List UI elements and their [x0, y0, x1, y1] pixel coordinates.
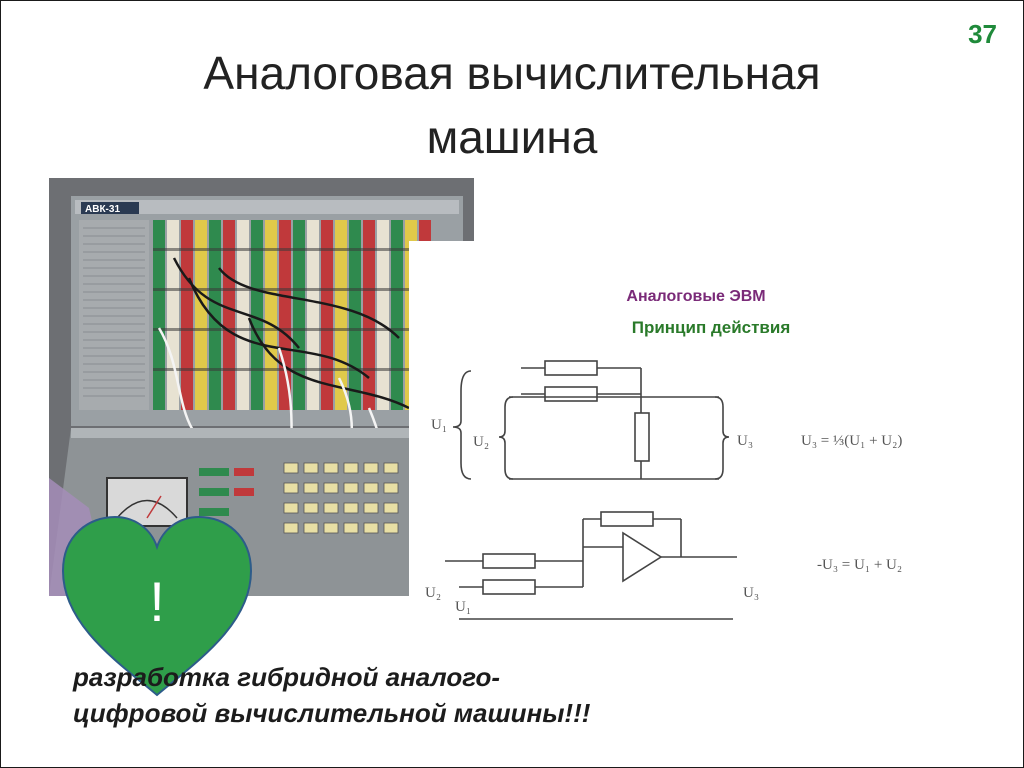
label-u2-lower: U₂	[425, 585, 441, 601]
formula-top: U₃ = ⅓(U₁ + U₂)	[801, 433, 902, 449]
heart-icon	[61, 515, 253, 697]
passive-adder-circuit	[452, 360, 730, 480]
title-line-1: Аналоговая вычислительная	[203, 47, 821, 99]
label-u2: U₂	[473, 434, 489, 450]
formula-bottom: -U₃ = U₁ + U₂	[817, 557, 902, 573]
panel-label: АВК-31	[85, 204, 120, 215]
label-u3: U₃	[737, 433, 753, 449]
analog-computer-photo: АВК-31	[49, 178, 474, 596]
speaker-grille	[79, 220, 149, 410]
exclamation-mark: !	[149, 570, 165, 633]
title-line-2: машина	[426, 111, 598, 163]
slide-number: 37	[968, 19, 997, 49]
heart-callout: !	[61, 515, 253, 697]
opamp-adder-circuit	[445, 511, 737, 620]
label-u1: U₁	[431, 417, 447, 433]
label-u3-lower: U₃	[743, 585, 759, 601]
scheme-heading-1: Аналоговые ЭВМ	[626, 288, 765, 305]
circuit-scheme: Аналоговые ЭВМ Принцип действия U₁ U₂ U₃…	[409, 241, 981, 633]
keypad	[199, 462, 399, 534]
label-u1-lower: U₁	[455, 599, 471, 615]
scheme-heading-2: Принцип действия	[632, 318, 791, 337]
slide-title: Аналоговая вычислительная машина	[1, 41, 1023, 169]
caption-text: разработка гибридной аналого-цифровой вы…	[73, 662, 591, 728]
patch-cords	[172, 257, 410, 410]
